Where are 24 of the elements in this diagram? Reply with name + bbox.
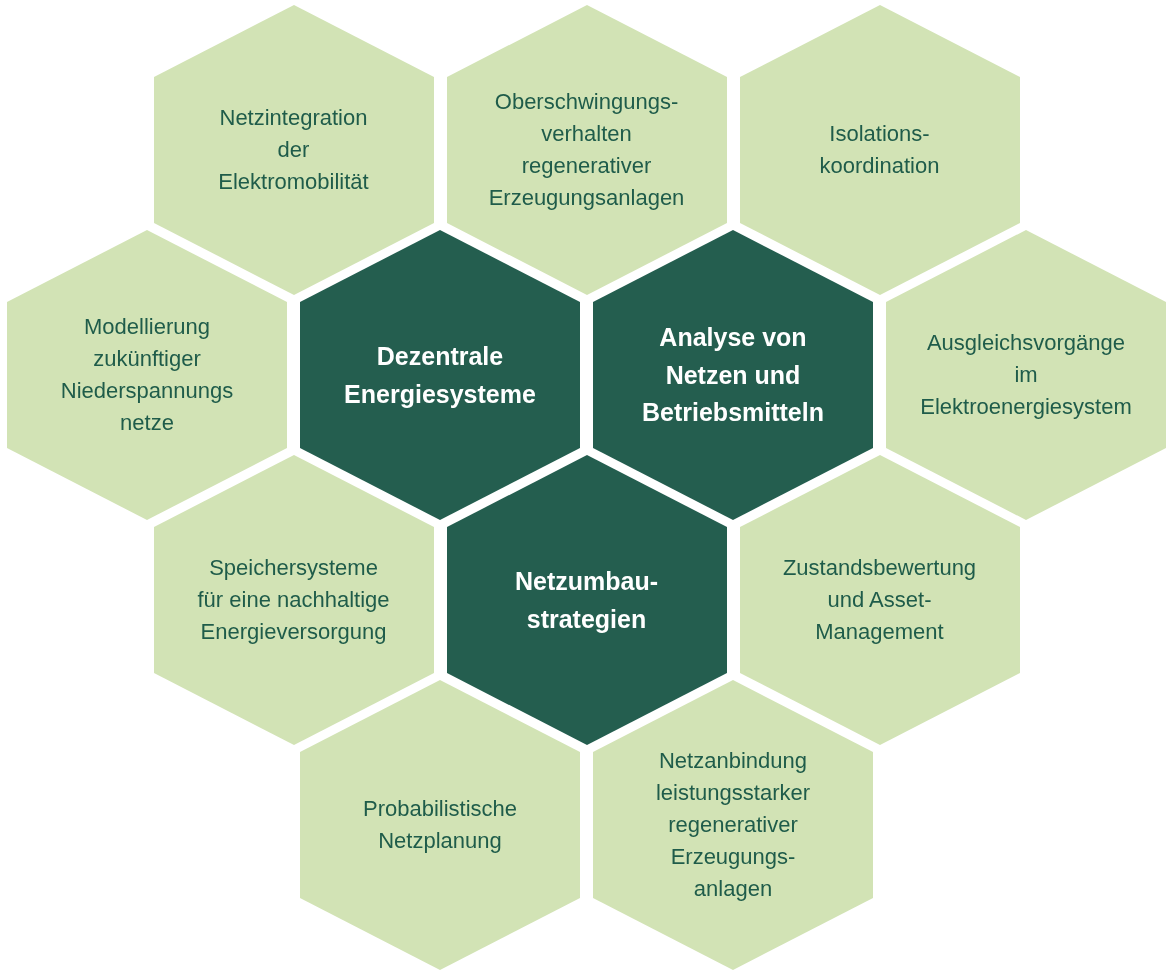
tile-label: Probabilistische Netzplanung [361, 795, 519, 855]
hexagon-tile [446, 455, 727, 745]
hexagon-tile [739, 455, 1020, 745]
tile-label: Netzumbau- strategien [513, 565, 660, 635]
hexagon-tile [300, 230, 580, 520]
tile-label: Oberschwingungs- verhalten regenerativer Erzeugungsanlagen [487, 88, 686, 212]
tile-label: Modellierung zukünftiger Niederspannungs netze [59, 313, 235, 437]
hexagon-tile [7, 230, 287, 520]
hexagon-tile [446, 5, 727, 295]
tile-label: Isolations- koordination [818, 120, 941, 180]
tile-label: Speichersysteme für eine nachhaltige Energieversorgung [196, 554, 391, 646]
hexagon-tile [300, 680, 580, 970]
hexagon-tile [886, 230, 1166, 520]
tile-label: Zustandsbewertung und Asset-Management [781, 554, 978, 646]
tile-label: Netzanbindung leistungsstarker regenerativer Erzeugungs- anlagen [654, 747, 812, 903]
hexagon-tile [739, 5, 1020, 295]
tile-label: Dezentrale Energiesysteme [343, 340, 537, 410]
tile-label: Netzintegration der Elektromobilität [217, 104, 370, 196]
hexagon-tile [593, 680, 873, 970]
hexagon-tile [153, 455, 434, 745]
hexagon-tile [153, 5, 434, 295]
tile-label: Ausgleichsvorgänge im Elektroenergiesystem [919, 329, 1133, 421]
tile-label: Analyse von Netzen und Betriebsmitteln [641, 321, 825, 428]
hexagon-tile [593, 230, 873, 520]
